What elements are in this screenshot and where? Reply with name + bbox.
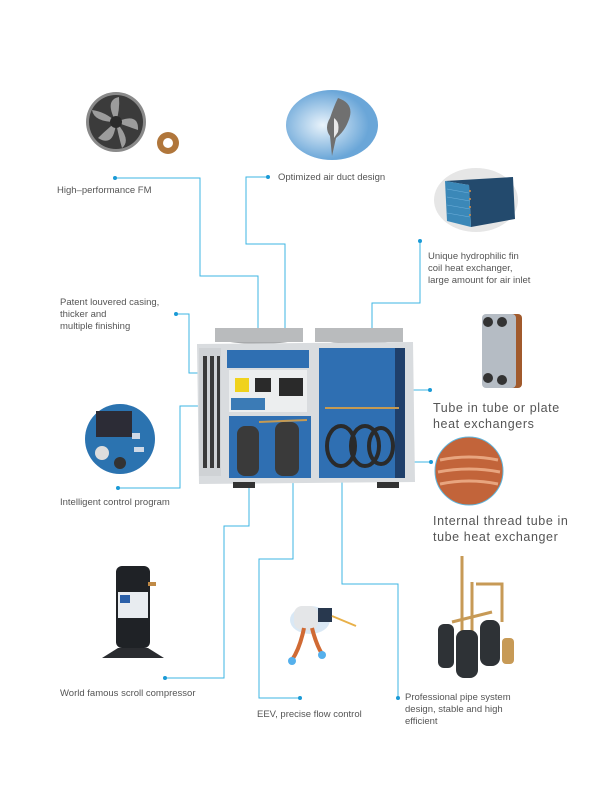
leader-fan-motor [115,177,259,355]
air-duct-image [286,90,378,160]
compressor-image [102,566,164,658]
dot [418,239,422,243]
feature-label-pipe-system: Professional pipe system design, stable … [405,692,511,727]
dot [163,676,167,680]
feature-label-casing: Patent louvered casing, thicker and mult… [60,297,160,332]
control-board-image [85,404,155,474]
dot [428,388,432,392]
leader-air-duct [245,176,286,337]
fan-motor-image [86,92,179,154]
plate-hx-image [482,314,522,388]
feature-label-air-duct: Optimized air duct design [278,172,386,183]
dot [174,312,178,316]
leader-eev [258,480,300,699]
dot [113,176,117,180]
feature-label-fin-coil: Unique hydrophilic fin coil heat exchang… [428,251,531,286]
feature-label-plate-hx: Tube in tube or plate heat exchangers [433,401,560,431]
feature-label-thread-tube: Internal thread tube in tube heat exchan… [433,514,569,544]
heat-pump-unit-image [197,328,415,488]
feature-label-compressor: World famous scroll compressor [60,688,196,699]
dot [116,486,120,490]
dot [298,696,302,700]
thread-tube-image [434,436,504,506]
dot [396,696,400,700]
leader-pipe-system [341,470,399,698]
pipe-system-image [438,556,514,678]
feature-label-fan-motor: High–performance FM [57,185,152,196]
fin-coil-image [434,168,518,232]
leader-compressor [165,480,250,679]
feature-label-eev: EEV, precise flow control [257,709,362,720]
dot [429,460,433,464]
eev-image [288,606,357,665]
feature-label-control: Intelligent control program [60,497,170,508]
dot [266,175,270,179]
